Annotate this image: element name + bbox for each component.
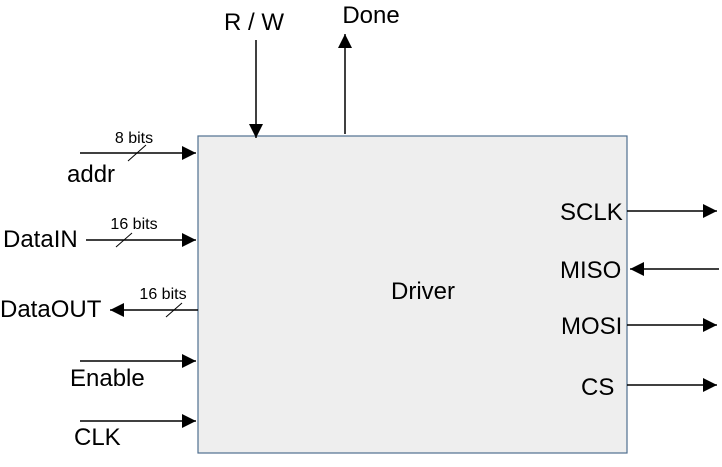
addr-bus-slash xyxy=(127,144,147,162)
datain-width-label: 16 bits xyxy=(110,216,157,233)
datain-label: DataIN xyxy=(3,226,78,253)
enable-label: Enable xyxy=(70,365,145,392)
cs-label: CS xyxy=(581,374,614,401)
clk-label: CLK xyxy=(74,424,121,451)
miso-label: MISO xyxy=(560,257,621,284)
dataout-width-label: 16 bits xyxy=(139,286,186,303)
rw-label: R / W xyxy=(224,9,284,36)
addr-label: addr xyxy=(67,161,115,188)
mosi-label: MOSI xyxy=(561,313,622,340)
done-label: Done xyxy=(342,2,399,29)
driver-label: Driver xyxy=(391,278,455,305)
dataout-bus-slash xyxy=(165,302,183,318)
sclk-label: SCLK xyxy=(560,199,623,226)
driver-block xyxy=(197,135,628,454)
datain-bus-slash xyxy=(115,232,133,248)
addr-width-label: 8 bits xyxy=(115,130,153,147)
dataout-label: DataOUT xyxy=(0,296,102,323)
